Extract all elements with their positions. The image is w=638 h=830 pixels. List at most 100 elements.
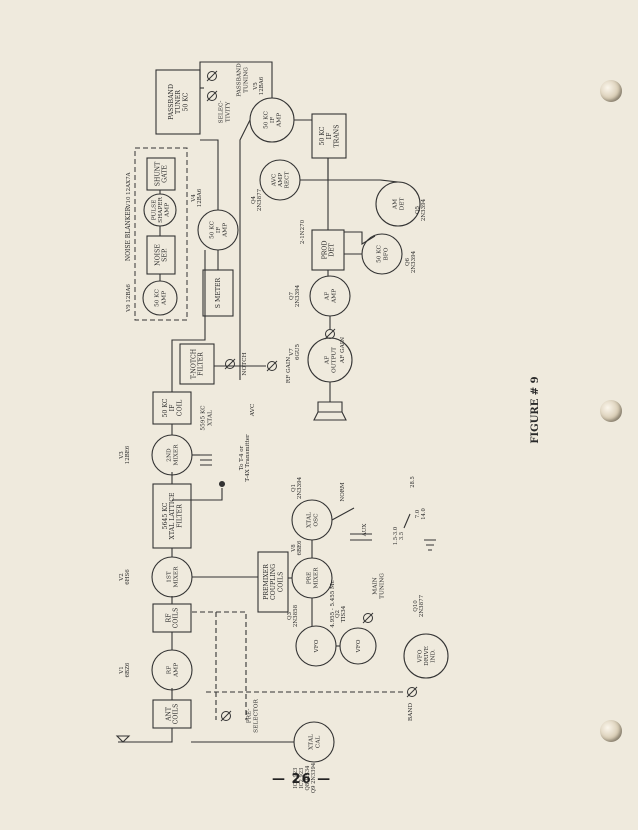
q4-label: Q42N3877 (251, 188, 263, 211)
premixer-coils-label: PREMIXERCOUPLINGCOILS (263, 564, 284, 600)
passband-tuner-label: PASSBANDTUNER50 KC (168, 84, 189, 120)
if-coil-label: 50 KCIFCOIL (162, 398, 183, 417)
kc50-amp-v9-label: 50 KCAMP (155, 289, 168, 307)
v9-label: V9 12BA6 (126, 284, 132, 313)
vfo-q2-label: VFO (356, 639, 362, 653)
wire-pt-v5 (199, 61, 273, 98)
v1-label: V16BZ6 (119, 662, 131, 677)
binder-hole-middle (600, 400, 622, 422)
tx-terminal (218, 480, 226, 488)
xtal-osc-label: XTALOSC (307, 512, 320, 528)
xtal-symbol (200, 454, 212, 466)
noise-sep-box (146, 235, 176, 275)
v10-label: V10 12AX7A (126, 171, 132, 208)
wire-antenna (128, 728, 173, 743)
mixer2-label: 2NDMIXER (167, 444, 180, 466)
notch-knob-mark (224, 358, 236, 370)
q7-label: Q72N3394 (289, 284, 301, 307)
q3-label: Q32N3858 (287, 604, 299, 627)
band-label: BAND (408, 703, 414, 722)
band-pos-3: 28.5 (410, 476, 416, 488)
antenna-icon (115, 735, 131, 743)
vfo-drive-label: VFODRIVEIND. (417, 646, 436, 666)
vfo-q3-label: VFO (314, 639, 320, 653)
noise-blanker-frame (134, 147, 188, 321)
wire-v4-pt (200, 139, 219, 210)
figure-label: FIGURE # 9 (530, 376, 541, 443)
if-trans-label: 50 KCIFTRANS (319, 125, 340, 148)
v7-label: V76GU5 (289, 343, 301, 360)
preselector-knob (221, 711, 231, 721)
v5-if-amp-label: 50 KCIFAMP (263, 111, 282, 129)
passband-tuner-box (155, 69, 201, 135)
vfo-range-label: 4.955 - 5.455 Mc (330, 580, 336, 627)
speaker-icon (313, 401, 347, 421)
diode-label: 2-1N270 (300, 219, 306, 244)
ant-coils-label: ANTCOILS (166, 704, 180, 725)
band-knob-mark (406, 686, 418, 698)
main-tuning-knob (363, 613, 373, 623)
wire-norm-aux (331, 507, 355, 521)
t-notch-box (179, 343, 215, 385)
pulse-amp-label: PULSESHAPERAMP (151, 197, 170, 223)
rf-amp-label: RFAMP (167, 663, 180, 678)
q1-label: Q12N3394 (291, 476, 303, 499)
transmitter-label: To T-4 orT-4X Transmitter (239, 434, 251, 482)
noise-blanker-label: NOISE BLANKER (125, 206, 132, 261)
shunt-gate-box (146, 157, 176, 191)
xtal-label: 5595 KCXTAL (201, 405, 214, 431)
selectivity-knob (207, 91, 217, 101)
af-output-label: AFOUTPUT (325, 347, 338, 373)
main-tuning-label: MAINTUNING (373, 573, 386, 599)
prod-det-label: PRODDET (322, 241, 336, 260)
v2-label: V26HS6 (119, 569, 131, 585)
norm-label: NORM (340, 482, 346, 501)
passband-tuning-label: PASSBANDTUNING (237, 63, 250, 97)
af-gain-label: AF GAIN (340, 337, 346, 364)
vfo-drive-tube (403, 633, 449, 679)
am-det-label: AMDET (393, 197, 406, 210)
cal-parts-label: IC1 923IC2 923Q8 TIS34Q9 2N3394 (293, 762, 317, 793)
q5-label: Q52N3394 (415, 198, 427, 221)
wire-v5-avc (239, 119, 251, 380)
band-pos-2: 7.014.0 (415, 508, 427, 520)
q2-label: Q2TIS34 (335, 605, 347, 622)
binder-hole-top (600, 80, 622, 102)
notch-label: NOTCH (242, 352, 248, 375)
osc-xtal-symbol (350, 533, 372, 541)
avc-label: AVC (250, 403, 256, 417)
shunt-gate-label: SHUNTGATE (155, 161, 169, 186)
wire-mode-switch (344, 231, 376, 245)
if-trans-box (311, 113, 347, 159)
q6-label: Q62N3394 (405, 250, 417, 273)
lattice-filter-label: 5645 KCXTAL LATTICEFILTER (162, 492, 183, 540)
t-notch-label: T-NOTCHFILTER (191, 348, 205, 379)
page-number: — 26 — (272, 772, 332, 787)
v8-label: V86BE6 (291, 540, 303, 556)
v4-label: V412BA6 (191, 188, 203, 207)
wire-to-tx (172, 488, 223, 501)
premixer-coils-box (257, 551, 289, 613)
wire-ifcoil-v4 (171, 250, 206, 380)
main-tuning-knob-mark (362, 612, 374, 624)
aux-label: AUX (362, 524, 368, 538)
wire-band-arm (403, 513, 411, 529)
af-amp-label: AFAMP (325, 289, 338, 304)
preselector-knob-mark (220, 710, 232, 722)
selectivity-knob-mark (206, 90, 218, 102)
passband-knob (207, 71, 217, 81)
avc-amp-label: AVCAMPRECT (271, 171, 290, 188)
bfo-label: 50 KCBFO (377, 245, 390, 263)
rf-gain-knob (267, 361, 277, 371)
wire-trans-am (328, 179, 399, 183)
binder-hole-bottom (600, 720, 622, 742)
kc50-if-amp-v4-label: 50 KCIFAMP (209, 221, 228, 239)
rf-gain-knob-mark (266, 360, 278, 372)
preselector-label: PRE-SELECTOR (247, 699, 260, 733)
v3-label: V312BE6 (119, 445, 131, 464)
v5-label: V512BA6 (253, 76, 265, 95)
rf-coils-label: RFCOILS (166, 608, 180, 629)
selectivity-label: SELEC-TIVITY (219, 101, 232, 124)
